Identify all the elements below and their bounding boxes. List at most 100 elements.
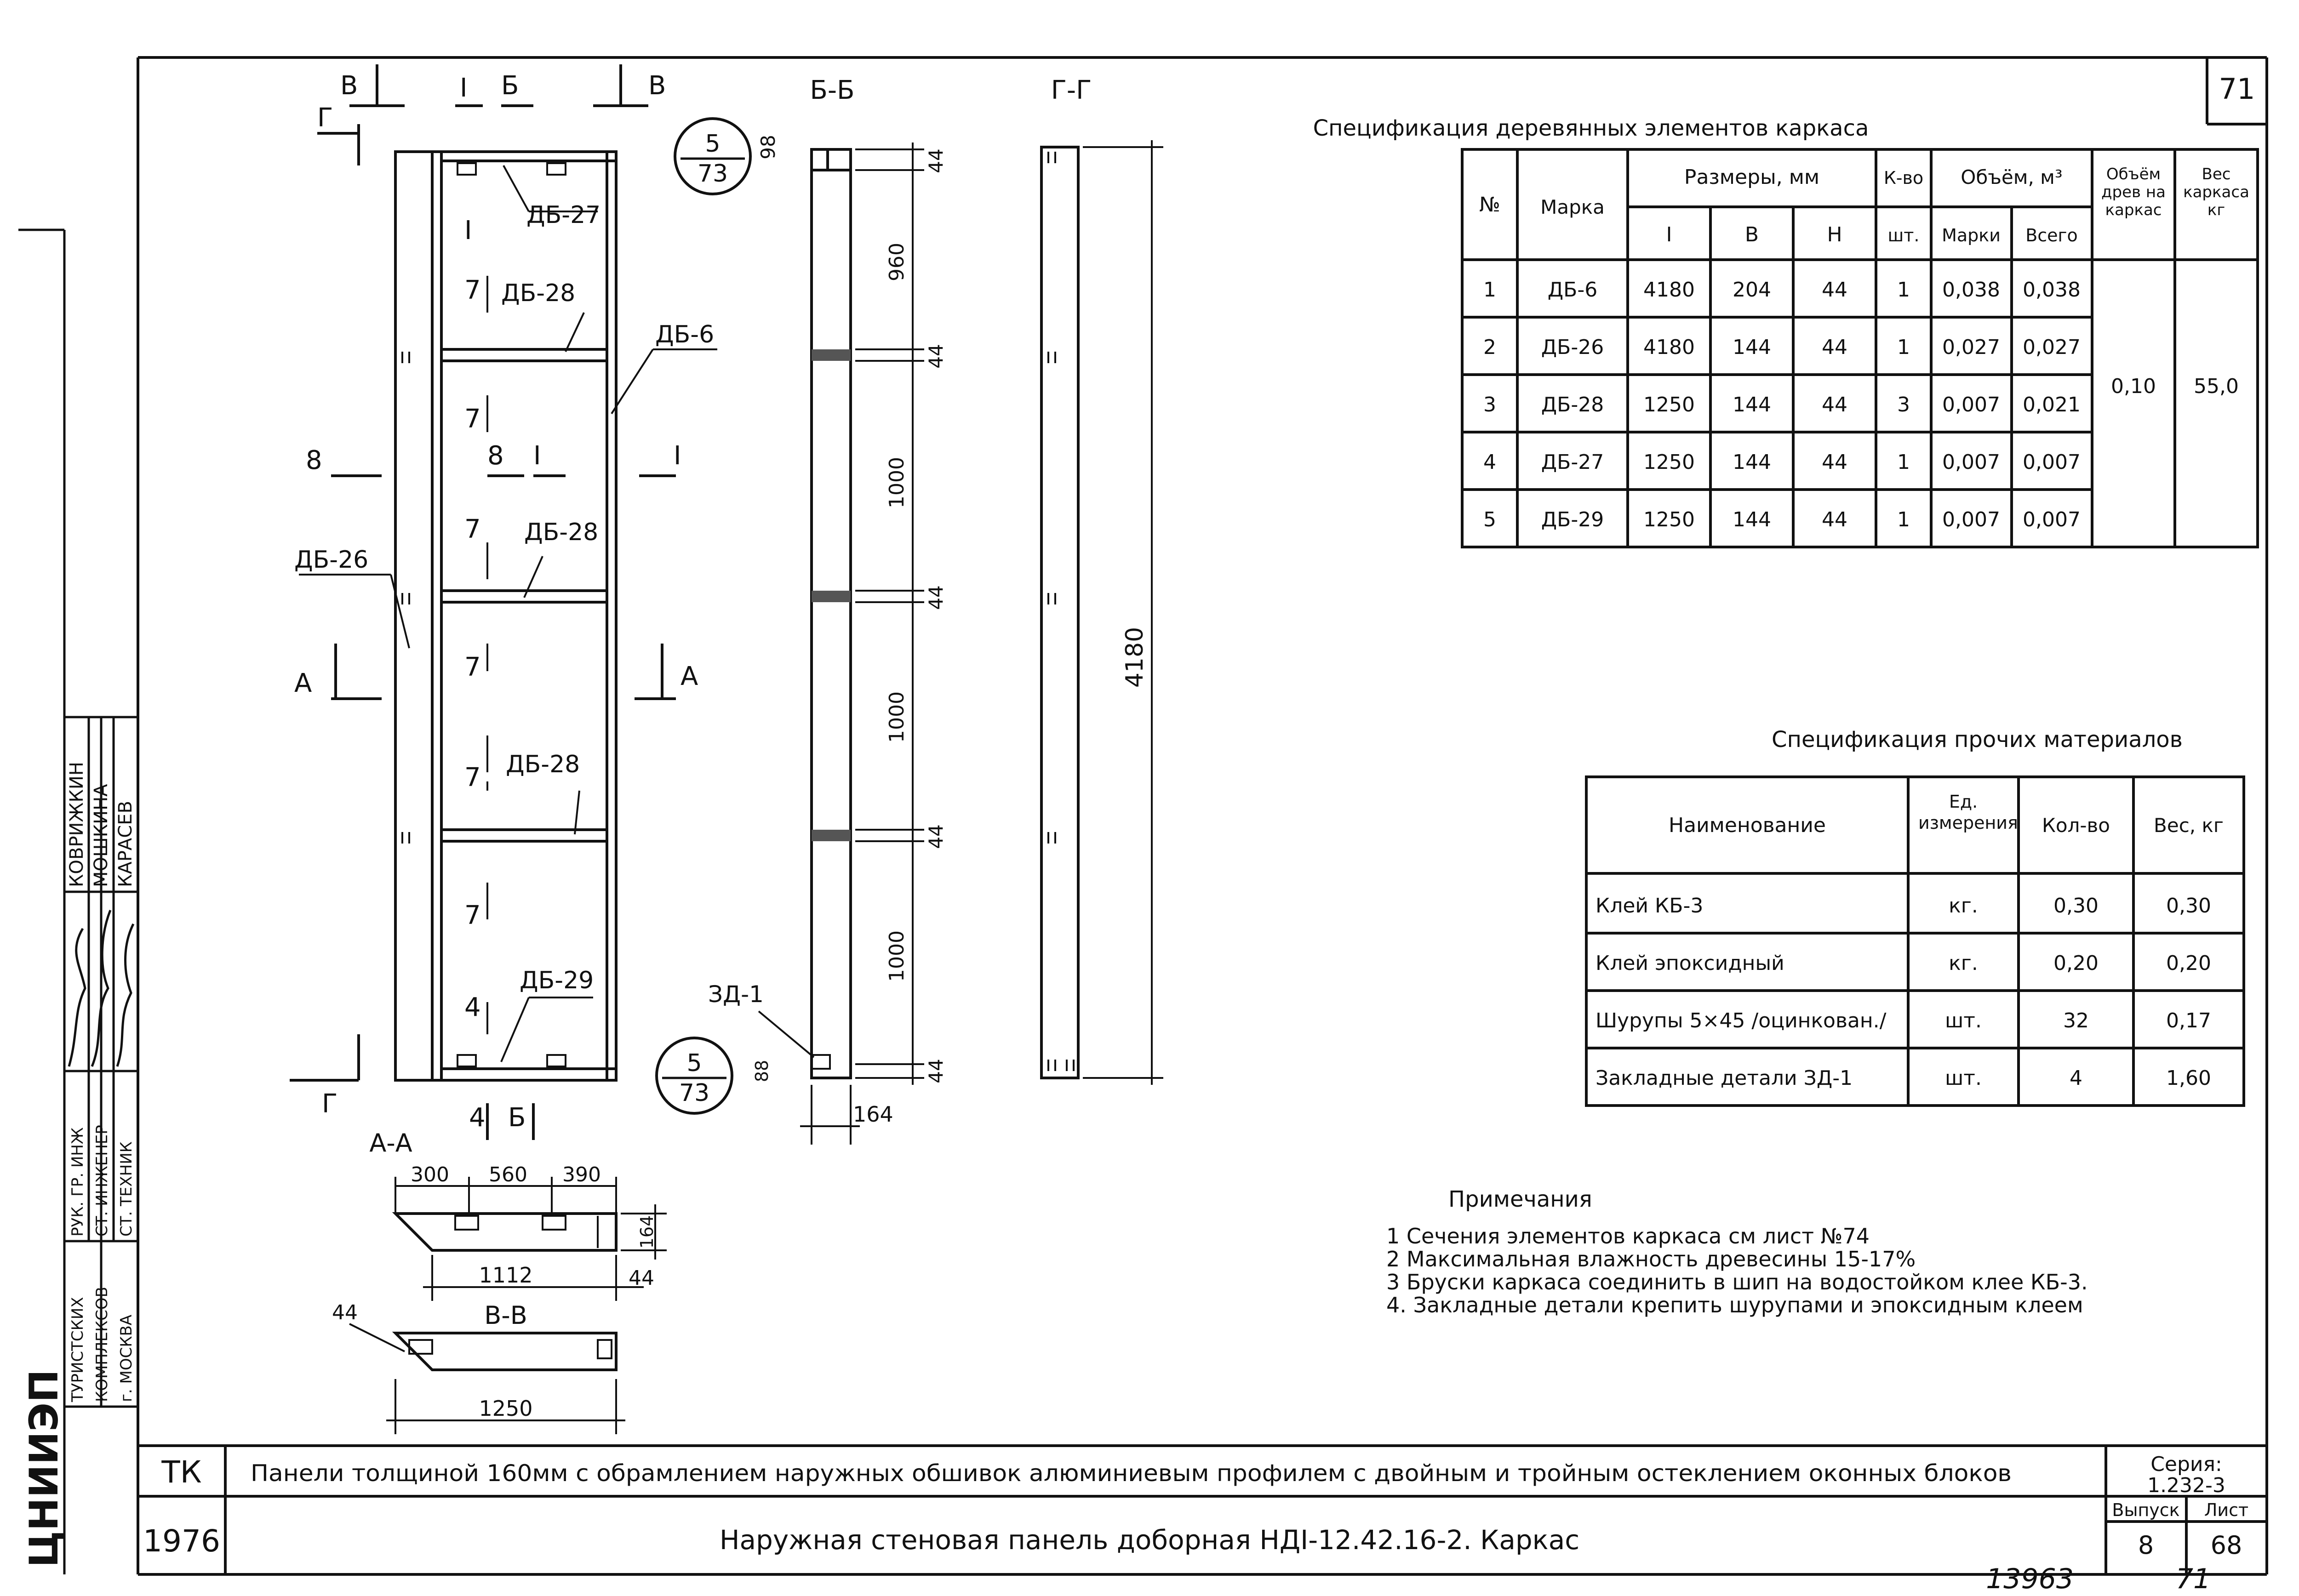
section-bb-dim-98: 98 [757,135,779,159]
other-spec-cell: кг. [1949,894,1978,918]
wood-spec-cell: 144 [1733,393,1771,416]
wood-spec-h-wood-vol: Объём древ на каркас [2101,165,2166,220]
wood-spec-h-qty: К-во [1884,168,1923,188]
title-block-series-title: Панели толщиной 160мм с обрамлением нару… [251,1460,2012,1487]
wood-spec-cell: 0,007 [1942,508,2000,531]
wood-spec-cell: ДБ-29 [1541,508,1604,531]
section-g-g: Г-Г 4180 [1040,75,1163,1085]
wood-spec-table: Спецификация деревянных элементов каркас… [1313,115,2259,548]
wood-spec-cell: 3 [1897,393,1910,416]
other-spec-cell: Клей КБ-3 [1596,894,1703,918]
mark-4-inner: 4 [464,992,481,1022]
title-block: ТК 1976 Панели толщиной 160мм с обрамлен… [138,1444,2267,1574]
wood-spec-h-vol-total: Всего [2025,225,2078,245]
other-spec-cell: шт. [1945,1009,1982,1032]
wood-spec-cell: 1 [1483,278,1496,302]
sheet-corner-number: 71 [2219,72,2255,106]
cut-letter-a-right: А [681,661,698,691]
cut-letter-g-bottom: Г [322,1089,337,1119]
title-block-issue-label: Выпуск [2112,1500,2179,1520]
wood-spec-cell: 1250 [1643,393,1695,416]
wood-spec-cell: 44 [1822,450,1847,474]
wood-spec-h-size-i: I [1666,223,1672,246]
section-aa-dim-390: 390 [562,1163,601,1186]
wood-spec-cell: 0,021 [2023,393,2081,416]
wood-spec-cell: 44 [1822,393,1847,416]
wood-spec-cell: 44 [1822,508,1847,531]
stamp-name-1: КОВРИЖКИН [66,762,87,887]
other-spec-cell: 0,17 [2166,1009,2211,1032]
cut-letter-v-left: В [340,71,358,101]
note-2: 2 Максимальная влажность древесины 15-17… [1386,1247,1916,1271]
wood-spec-cell: 1 [1897,508,1910,531]
title-block-sheet-title: Наружная стеновая панель доборная НДI-12… [720,1524,1579,1556]
stamp-signature-3 [116,923,135,1067]
section-bb-dim-1000-2: 1000 [885,691,909,743]
notes-title: Примечания [1448,1186,1592,1212]
wood-spec-h-vol-mark: Марки [1942,225,2001,245]
section-bb-dim-44-4: 44 [925,824,947,849]
wood-spec-cell: 1250 [1643,508,1695,531]
other-spec-cell: 0,20 [2053,952,2099,975]
title-block-year: 1976 [143,1523,220,1559]
wood-spec-cell: 4180 [1643,336,1695,359]
stamp-org-line-3: КОМПЛЕКСОВ [93,1287,111,1402]
other-spec-cell: Шурупы 5×45 /оцинкован./ [1596,1009,1887,1032]
label-db-26: ДБ-26 [294,546,368,574]
wood-spec-cell: 1 [1897,278,1910,302]
other-spec-cell: 4 [2070,1066,2082,1090]
stamp-org-line-2: ТУРИСТСКИХ [69,1297,87,1402]
label-db-28-2: ДБ-28 [524,519,598,546]
mark-7-2: 7 [464,404,481,434]
front-view: В I Б В Г I 8 8 I I А А Г 4 Б 7 7 7 7 7 … [290,64,752,1140]
label-db-6: ДБ-6 [655,321,714,348]
cut-letter-b-top: Б [501,71,519,101]
wood-spec-cell: 4180 [1643,278,1695,302]
inventory-number: 13963 [1986,1563,2074,1595]
title-block-sheet-value: 68 [2211,1531,2242,1560]
other-spec-cell: 0,20 [2166,952,2211,975]
other-spec-cell: шт. [1945,1066,1982,1090]
other-spec-cell: 0,30 [2166,894,2211,918]
other-spec-h-qty: Кол-во [2042,814,2110,837]
wood-spec-cell: 4 [1483,450,1496,474]
wood-spec-cell: 44 [1822,336,1847,359]
stamp-org-line-4: г. МОСКВА [117,1315,136,1402]
ref-circle-bottom: 5 73 [655,1037,733,1115]
wood-spec-h-sizes: Размеры, мм [1684,165,1819,189]
wood-spec-h-no: № [1479,193,1500,217]
cut-letter-8-inner: 8 [487,441,504,471]
wood-spec-title: Спецификация деревянных элементов каркас… [1313,115,1869,141]
section-a-a: А-А 300 560 390 1112 44 164 [369,1129,667,1301]
title-block-series-value: 1.232-3 [2147,1474,2225,1497]
cut-letter-i-mid: I [533,441,541,471]
section-vv-overall: 1250 [479,1396,532,1421]
wood-spec-cell: 1250 [1643,450,1695,474]
wood-spec-cell: 0,007 [1942,450,2000,474]
wood-spec-h-mark: Марка [1540,196,1605,218]
section-v-v: В-В 44 1250 [332,1301,625,1434]
stamp-name-2: МОШКИНА [91,784,112,887]
note-3: 3 Бруски каркаса соединить в шип на водо… [1386,1270,2088,1294]
notes: Примечания 1 Сечения элементов каркаса с… [1386,1186,2088,1317]
section-bb-width: 164 [853,1102,893,1127]
section-gg-title: Г-Г [1051,75,1092,105]
sheet-frame [137,56,2268,1576]
ref-circle-top-sheet: 73 [698,160,728,188]
section-bb-dim-44-2: 44 [925,344,947,368]
wood-spec-cell: 0,007 [2023,508,2081,531]
mark-7-1: 7 [464,275,481,305]
wood-spec-cell: 0,038 [1942,278,2000,302]
side-stamp: КОВРИЖКИН МОШКИНА КАРАСЕВ РУК. ГР. ИНЖ С… [18,228,138,1574]
wood-spec-cell: 1 [1897,450,1910,474]
mark-7-5: 7 [464,763,481,792]
wood-spec-cell: 144 [1733,508,1771,531]
wood-spec-h-size-h: Н [1827,223,1842,246]
section-bb-dim-960: 960 [885,243,909,281]
title-block-tk: ТК [161,1454,201,1490]
section-bb-dim-44-3: 44 [925,585,947,610]
note-4: 4. Закладные детали крепить шурупами и э… [1386,1293,2083,1317]
